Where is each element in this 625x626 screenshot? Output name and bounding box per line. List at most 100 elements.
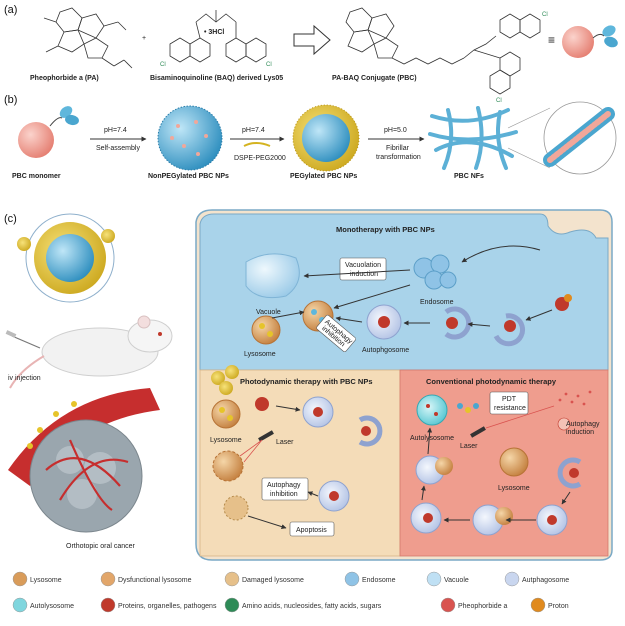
lysosome-fusion-arrow (271, 310, 305, 319)
conv-arrow-4 (420, 485, 426, 501)
apoptosis-label: Apoptosis (296, 527, 327, 534)
autophagosome-to-lysosome-arrow (335, 316, 363, 323)
step1-ph: pH=7.4 (104, 127, 127, 134)
autophagy-inhibition-pdt-2: inhibition (270, 491, 298, 498)
chlorine-marks-pbc: Cl Cl (496, 12, 548, 104)
endosome-icon (344, 571, 360, 587)
legend-item-label: Proteins, organelles, pathogens (118, 603, 217, 610)
equivalence-sign: ≡ (548, 33, 555, 47)
lysosome-icon (12, 571, 28, 587)
cargo-icon (100, 597, 116, 613)
conventional-pdt-title: Conventional photodynamic therapy (426, 377, 557, 386)
autophagosome-icon (504, 571, 520, 587)
pdt-resistance-label-2: resistance (494, 405, 526, 412)
legend-item-label: Pheophorbide a (458, 603, 508, 610)
step2-desc: DSPE-PEG2000 (234, 155, 286, 162)
panel-b-label: (b) (4, 94, 17, 106)
lysosome-pdt-icon (211, 399, 241, 429)
proton-icon (530, 597, 546, 613)
nanofiber-network-icon (428, 106, 518, 170)
pheophorbide-spray-icon (558, 390, 592, 406)
baq-structure (169, 10, 267, 63)
pdt-cargo-arrow (275, 405, 301, 412)
nutrients-conv-icon (457, 403, 479, 413)
step2-ph: pH=7.4 (242, 127, 265, 134)
step3-desc-1: Fibrillar (386, 145, 410, 152)
autophagosome-pdt-icon (302, 396, 334, 428)
hcl-salt-label: • 3HCl (204, 29, 224, 36)
pbc-cartoon-icon (562, 25, 618, 58)
vacuolation-arrow (303, 269, 411, 279)
laser-label-pdt: Laser (276, 439, 294, 446)
autophagy-induction-label-2: induction (566, 429, 594, 436)
peg-label: PEGylated PBC NPs (290, 173, 357, 180)
endosome-icon (413, 254, 457, 290)
pdt-resistance-box (489, 391, 529, 415)
legend-item-label: Endosome (362, 577, 396, 584)
iv-injection-label: iv injection (8, 375, 41, 382)
monotherapy-region (199, 213, 609, 371)
vacuolation-label-1: Vacuolation (345, 262, 381, 269)
panel-a-label: (a) (4, 4, 17, 16)
vacuole-label: Vacuole (256, 309, 281, 316)
endosome-to-lysosome-arrow (333, 284, 411, 310)
cargo-mono-icon (555, 294, 572, 311)
autophagy-inhibition-pdt-1: Autophagy (267, 482, 301, 489)
monomer-label: PBC monomer (12, 173, 61, 180)
phagophore-mono-icon-2 (493, 313, 526, 347)
damaged-lysosome-icon (224, 571, 240, 587)
lysosome-label-pdt: Lysosome (210, 437, 242, 444)
vacuolation-label-2: induction (350, 271, 378, 278)
endosome-label: Endosome (420, 299, 454, 306)
vacuole-icon (245, 253, 300, 299)
autophagosome-mono-icon (366, 304, 402, 340)
phagophore-pdt-icon (358, 415, 383, 447)
svg-text:Cl: Cl (542, 12, 548, 18)
damaged-lysosome-pdt-icon-2 (223, 495, 249, 521)
autolysosome-conv-icon (416, 394, 448, 426)
laser-label-conv: Laser (460, 443, 478, 450)
laser-icon-conv (470, 405, 555, 438)
cargo-arrow (525, 309, 553, 321)
pegylated-np-icon (292, 104, 360, 172)
autolysosome-label: Autolysosome (410, 435, 454, 442)
svg-text:Cl: Cl (160, 62, 166, 68)
conjugation-arrow (293, 24, 331, 56)
oral-cancer-illustration (8, 388, 160, 533)
baq-label: Bisaminoquinoline (BAQ) derived Lys05 (150, 75, 283, 82)
damaged-lysosome-pdt-icon (212, 450, 244, 482)
entering-nps-icon (211, 365, 239, 395)
legend-item-label: Damaged lysosome (242, 577, 304, 584)
legend-item-label: Proton (548, 603, 569, 610)
lysosome-conv-icon (499, 447, 529, 477)
autophagy-inhibition-box-pdt: Autophagy inhibition (261, 477, 309, 501)
nfs-label: PBC NFs (454, 173, 484, 180)
mouse-illustration (5, 315, 173, 389)
step1-desc: Self-assembly (96, 145, 140, 152)
autolysosome-icon (12, 597, 28, 613)
fusion-conv-icon-2 (410, 502, 442, 534)
pa-label: Pheophorbide a (PA) (30, 75, 99, 82)
phagophore-conv-icon (557, 457, 582, 489)
pheophorbide-structure (43, 7, 133, 69)
fusion-conv-icon-3 (415, 455, 453, 485)
step3-desc-2: transformation (376, 154, 421, 161)
nutrients-icon (224, 597, 240, 613)
pbc-monomer-icon (18, 106, 79, 158)
panel-c-label: (c) (4, 213, 17, 225)
oral-cancer-label: Orthotopic oral cancer (66, 543, 136, 550)
lysosome-mono-icon (251, 315, 281, 345)
lysosome-label-conv: Lysosome (498, 485, 530, 492)
pbc-label: PA-BAQ Conjugate (PBC) (332, 75, 417, 82)
apoptosis-arrow (247, 515, 287, 530)
conv-arrow-5 (427, 427, 433, 455)
pdt-title: Photodynamic therapy with PBC NPs (240, 377, 373, 386)
autophagosome-pdt-icon-2 (318, 480, 350, 512)
step3-ph: pH=5.0 (384, 127, 407, 134)
nonpegylated-np-icon (157, 105, 223, 171)
pdt-inhibition-arrow (307, 491, 319, 497)
peg-chain-icon (243, 142, 271, 147)
monotherapy-title: Monotherapy with PBC NPs (336, 225, 435, 234)
autophagy-induction-label-1: Autophagy (566, 421, 600, 428)
autophagy-induction-marker (557, 417, 571, 431)
